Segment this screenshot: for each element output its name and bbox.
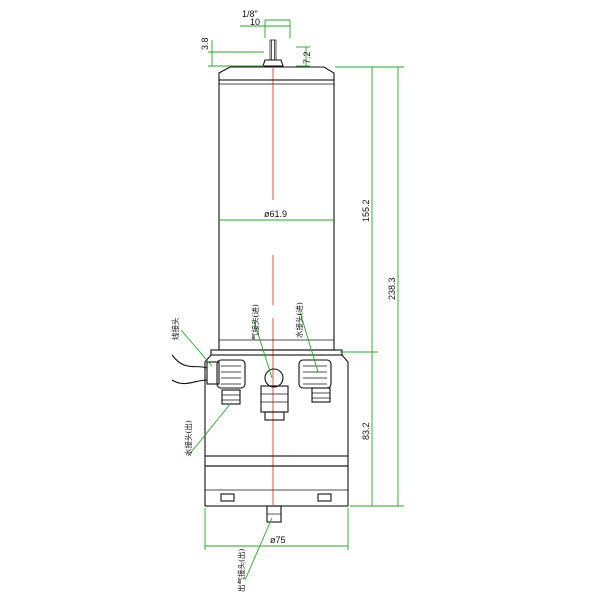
top-small-dim: 7.2 <box>302 51 312 64</box>
base-diameter-dim: ø75 <box>270 535 286 545</box>
cable-connector-label: 线接头 <box>170 317 180 340</box>
thread-dim: 1/8" <box>242 9 258 19</box>
dimension-texts: 1/8" 10 3.8 7.2 ø61.9 155.2 238.3 83.2 ø… <box>200 9 397 545</box>
dimension-lines <box>180 19 404 581</box>
upper-body <box>210 66 343 356</box>
lower-length-dim: 83.2 <box>361 422 371 440</box>
water-out-label: 水接头(出) <box>183 420 193 456</box>
total-length-dim: 238.3 <box>387 277 397 300</box>
air-in-label: 气接头(进) <box>250 304 260 340</box>
top-shaft <box>262 39 284 67</box>
air-outlet-label: 出气接头(出) <box>236 549 246 592</box>
manifold-block <box>204 354 349 523</box>
cable-connector <box>171 354 246 405</box>
connector-labels: 线接头 气接头(进) 水接头(进) 水接头(出) 出气接头(出) <box>170 302 304 592</box>
body-diameter-dim: ø61.9 <box>264 209 287 219</box>
water-connector <box>298 359 332 403</box>
top-height-dim: 3.8 <box>200 37 210 50</box>
upper-length-dim: 155.2 <box>361 199 371 222</box>
air-connector <box>260 368 289 421</box>
top-width-dim: 10 <box>250 17 260 27</box>
water-in-label: 水接头(进) <box>294 302 304 338</box>
